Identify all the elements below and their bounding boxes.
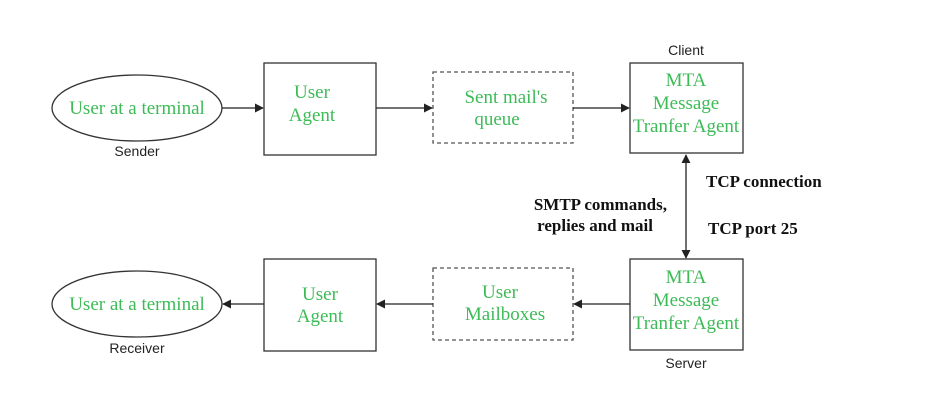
user-mailboxes-box: User Mailboxes [432,267,574,341]
client-mta-line2: Message [653,93,719,114]
server-mta-box: MTA Message Tranfer Agent [629,258,744,351]
receiver-caption: Receiver [109,340,165,356]
smtp-label-line1: SMTP commands, [534,195,667,214]
sender-terminal-label: User at a terminal [69,98,205,119]
sender-caption: Sender [114,143,159,159]
tcp-port-label: TCP port 25 [708,219,798,238]
client-mta-line1: MTA [666,70,707,91]
user-mailboxes-line1: User [482,282,519,303]
tcp-connection-label: TCP connection [706,172,822,191]
server-mta-line3: Tranfer Agent [633,313,740,334]
client-caption: Client [668,42,704,58]
server-mta-line2: Message [653,290,719,311]
sender-user-agent-line2: Agent [289,105,336,126]
sender-terminal-node: User at a terminal [51,74,223,142]
sender-user-agent-line1: User [294,82,331,103]
user-mailboxes-line2: Mailboxes [465,304,545,325]
sent-mail-queue-line2: queue [474,109,519,130]
sent-mail-queue-box: Sent mail's queue [432,71,574,144]
server-caption: Server [665,355,707,371]
client-mta-box: MTA Message Tranfer Agent [629,62,744,154]
smtp-label-line2: replies and mail [537,216,653,235]
receiver-user-agent-line2: Agent [297,306,344,327]
receiver-terminal-node: User at a terminal [51,270,223,338]
receiver-terminal-label: User at a terminal [69,294,205,315]
client-mta-line3: Tranfer Agent [633,116,740,137]
sender-user-agent-box: User Agent [263,62,377,156]
receiver-user-agent-line1: User [302,284,339,305]
receiver-user-agent-box: User Agent [263,258,377,352]
sent-mail-queue-line1: Sent mail's [464,87,547,108]
server-mta-line1: MTA [666,267,707,288]
